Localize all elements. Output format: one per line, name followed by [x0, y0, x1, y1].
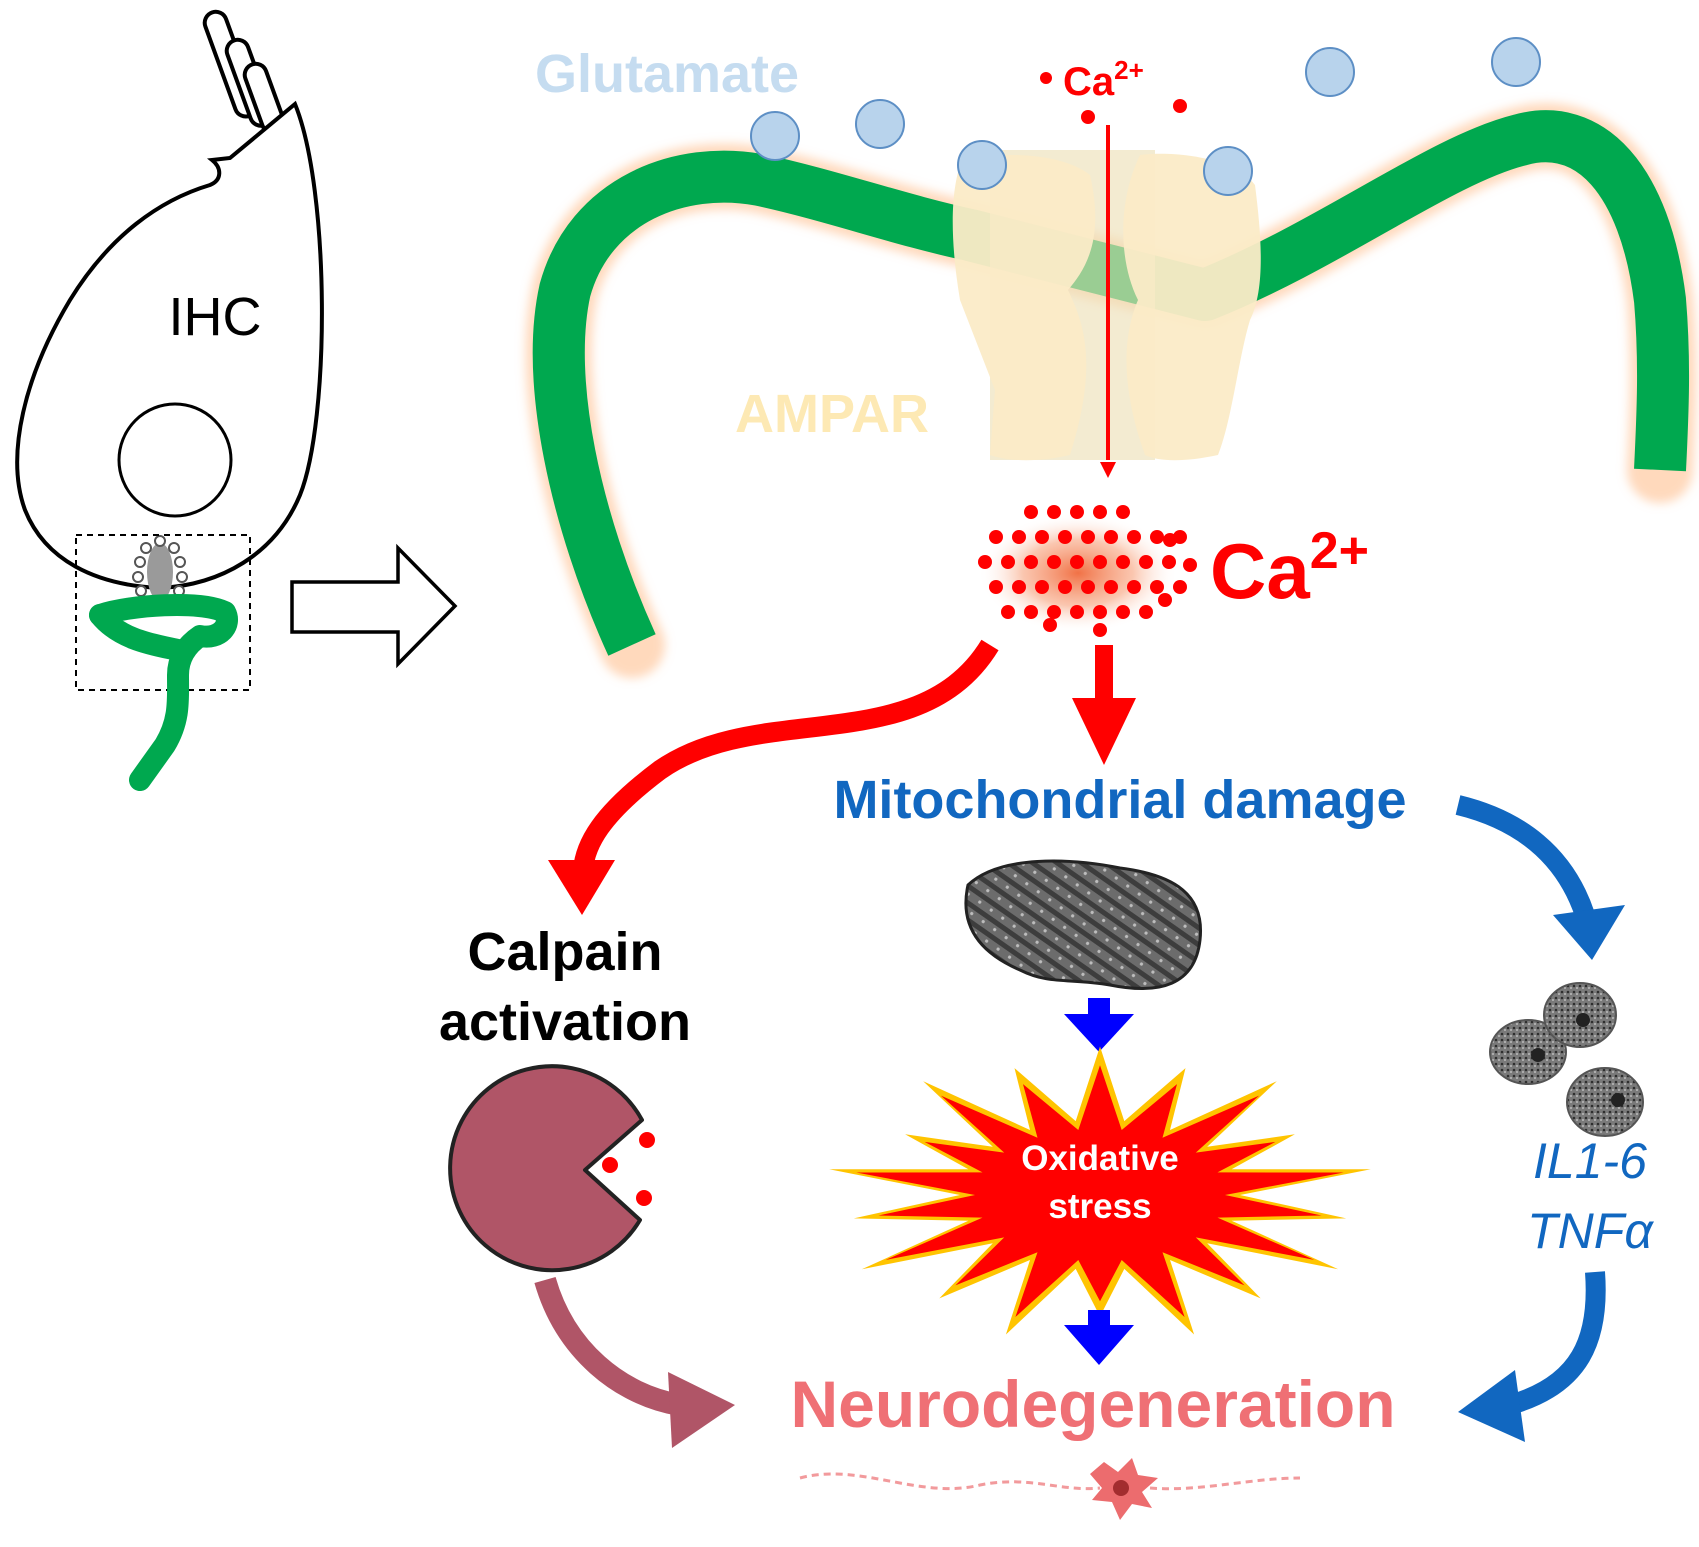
- calcium-ion: [1035, 580, 1049, 594]
- calcium-ion: [1043, 618, 1057, 632]
- mito-to-cytokine-arrow: [1455, 795, 1625, 960]
- calcium-ion: [1139, 555, 1153, 569]
- ihc-cell: IHC: [15, 9, 458, 791]
- calcium-ion: [1001, 605, 1015, 619]
- ampar-label: AMPAR: [735, 384, 929, 444]
- glutamate-molecule: [750, 111, 800, 161]
- calpain-substrate-dot: [602, 1157, 618, 1173]
- calcium-ion: [1162, 555, 1176, 569]
- calcium-ion: [1047, 555, 1061, 569]
- hollow-arrow-icon: [290, 543, 458, 669]
- calcium-ion: [1070, 605, 1084, 619]
- calcium-cloud: [978, 505, 1197, 637]
- calcium-ion: [1058, 580, 1072, 594]
- calcium-ion: [978, 555, 992, 569]
- ca-main-base: Ca: [1210, 527, 1310, 615]
- calcium-ion: [1012, 530, 1026, 544]
- calcium-ion: [1024, 505, 1038, 519]
- mitochondrial-damage-label: Mitochondrial damage: [833, 770, 1406, 830]
- calcium-ion: [1070, 555, 1084, 569]
- calcium-ion: [1104, 530, 1118, 544]
- nucleus-icon: [117, 402, 233, 518]
- calcium-ion: [1163, 533, 1177, 547]
- calcium-ion: [1173, 580, 1187, 594]
- calcium-ion: [1081, 110, 1095, 124]
- ca-top-superscript: 2+: [1114, 55, 1144, 85]
- calcium-influx-arrowhead: [1100, 462, 1116, 478]
- blue-arrow-down-2: [1064, 1310, 1134, 1365]
- glutamate-molecule: [1305, 47, 1355, 97]
- calcium-ion: [1158, 593, 1172, 607]
- ca-top-base: Ca: [1063, 60, 1115, 104]
- cell-outline-icon: [15, 100, 324, 591]
- blue-arrow-down-1: [1064, 998, 1134, 1052]
- calcium-ion: [1173, 99, 1187, 113]
- calcium-ion: [1093, 555, 1107, 569]
- afferent-terminal-icon: [89, 593, 238, 791]
- calcium-ion: [1139, 605, 1153, 619]
- calcium-ion: [989, 530, 1003, 544]
- calcium-ion: [1058, 530, 1072, 544]
- calpain-label-line1: Calpain: [467, 922, 662, 982]
- calcium-ion: [1127, 580, 1141, 594]
- calcium-ion: [1024, 555, 1038, 569]
- calcium-ion: [1116, 505, 1130, 519]
- calcium-ion: [989, 580, 1003, 594]
- cytokine-label-line1: IL1-6: [1533, 1133, 1647, 1189]
- calpain-to-neuro-arrow: [534, 1276, 735, 1448]
- ca-top-label: Ca2+: [1063, 55, 1144, 104]
- degenerating-neuron-icon: [799, 1458, 1301, 1520]
- calcium-ion: [1001, 555, 1015, 569]
- pacman-calpain-icon: [448, 1064, 644, 1273]
- hair-bundle-icon: [202, 9, 286, 135]
- calcium-ion: [1116, 605, 1130, 619]
- oxidative-label-line2: stress: [1048, 1187, 1151, 1226]
- ihc-label: IHC: [169, 287, 262, 347]
- top-calcium-group: Ca2+: [1040, 55, 1187, 478]
- mitochondrion-icon: [964, 859, 1203, 991]
- glutamate-molecule: [957, 140, 1007, 190]
- calcium-ion: [1116, 555, 1130, 569]
- calcium-ion: [1127, 530, 1141, 544]
- calcium-ion: [1040, 72, 1052, 84]
- glutamate-label: Glutamate: [535, 44, 799, 104]
- glutamate-molecule: [855, 99, 905, 149]
- neurodegeneration-label: Neurodegeneration: [790, 1367, 1395, 1441]
- calcium-ion: [1183, 558, 1197, 572]
- calcium-ion: [1081, 580, 1095, 594]
- calpain-substrate-dot: [636, 1190, 652, 1206]
- calcium-ion: [1035, 530, 1049, 544]
- ampar-receptor-icon: [952, 150, 1261, 461]
- ca-main-superscript: 2+: [1310, 522, 1369, 580]
- calpain-label-line2: activation: [439, 992, 691, 1052]
- calcium-ion: [1012, 580, 1026, 594]
- calcium-ion: [1047, 605, 1061, 619]
- calcium-ion: [1150, 530, 1164, 544]
- calcium-ion: [1070, 505, 1084, 519]
- calcium-ion: [1081, 530, 1095, 544]
- calcium-ion: [1104, 580, 1118, 594]
- glutamate-molecule: [1203, 146, 1253, 196]
- calcium-ion: [1024, 605, 1038, 619]
- oxidative-label-line1: Oxidative: [1021, 1139, 1179, 1178]
- glutamate-molecule: [1491, 37, 1541, 87]
- glutamate-molecules: [750, 37, 1541, 196]
- cytokine-to-neuro-arrow: [1458, 1271, 1606, 1442]
- calpain-substrate-dot: [639, 1132, 655, 1148]
- cytokine-label-line2: TNFα: [1527, 1203, 1654, 1259]
- calcium-ion: [1093, 605, 1107, 619]
- ca-main-label: Ca2+: [1210, 522, 1369, 615]
- macrophage-icon: [1489, 982, 1644, 1137]
- calcium-ion: [1150, 580, 1164, 594]
- calcium-ion: [1047, 505, 1061, 519]
- calpain-arrow: [548, 639, 999, 915]
- oxidative-stress-starburst: Oxidative stress: [829, 1046, 1371, 1335]
- calcium-ion: [1093, 623, 1107, 637]
- mito-arrow: [1072, 645, 1136, 765]
- calcium-ion: [1093, 505, 1107, 519]
